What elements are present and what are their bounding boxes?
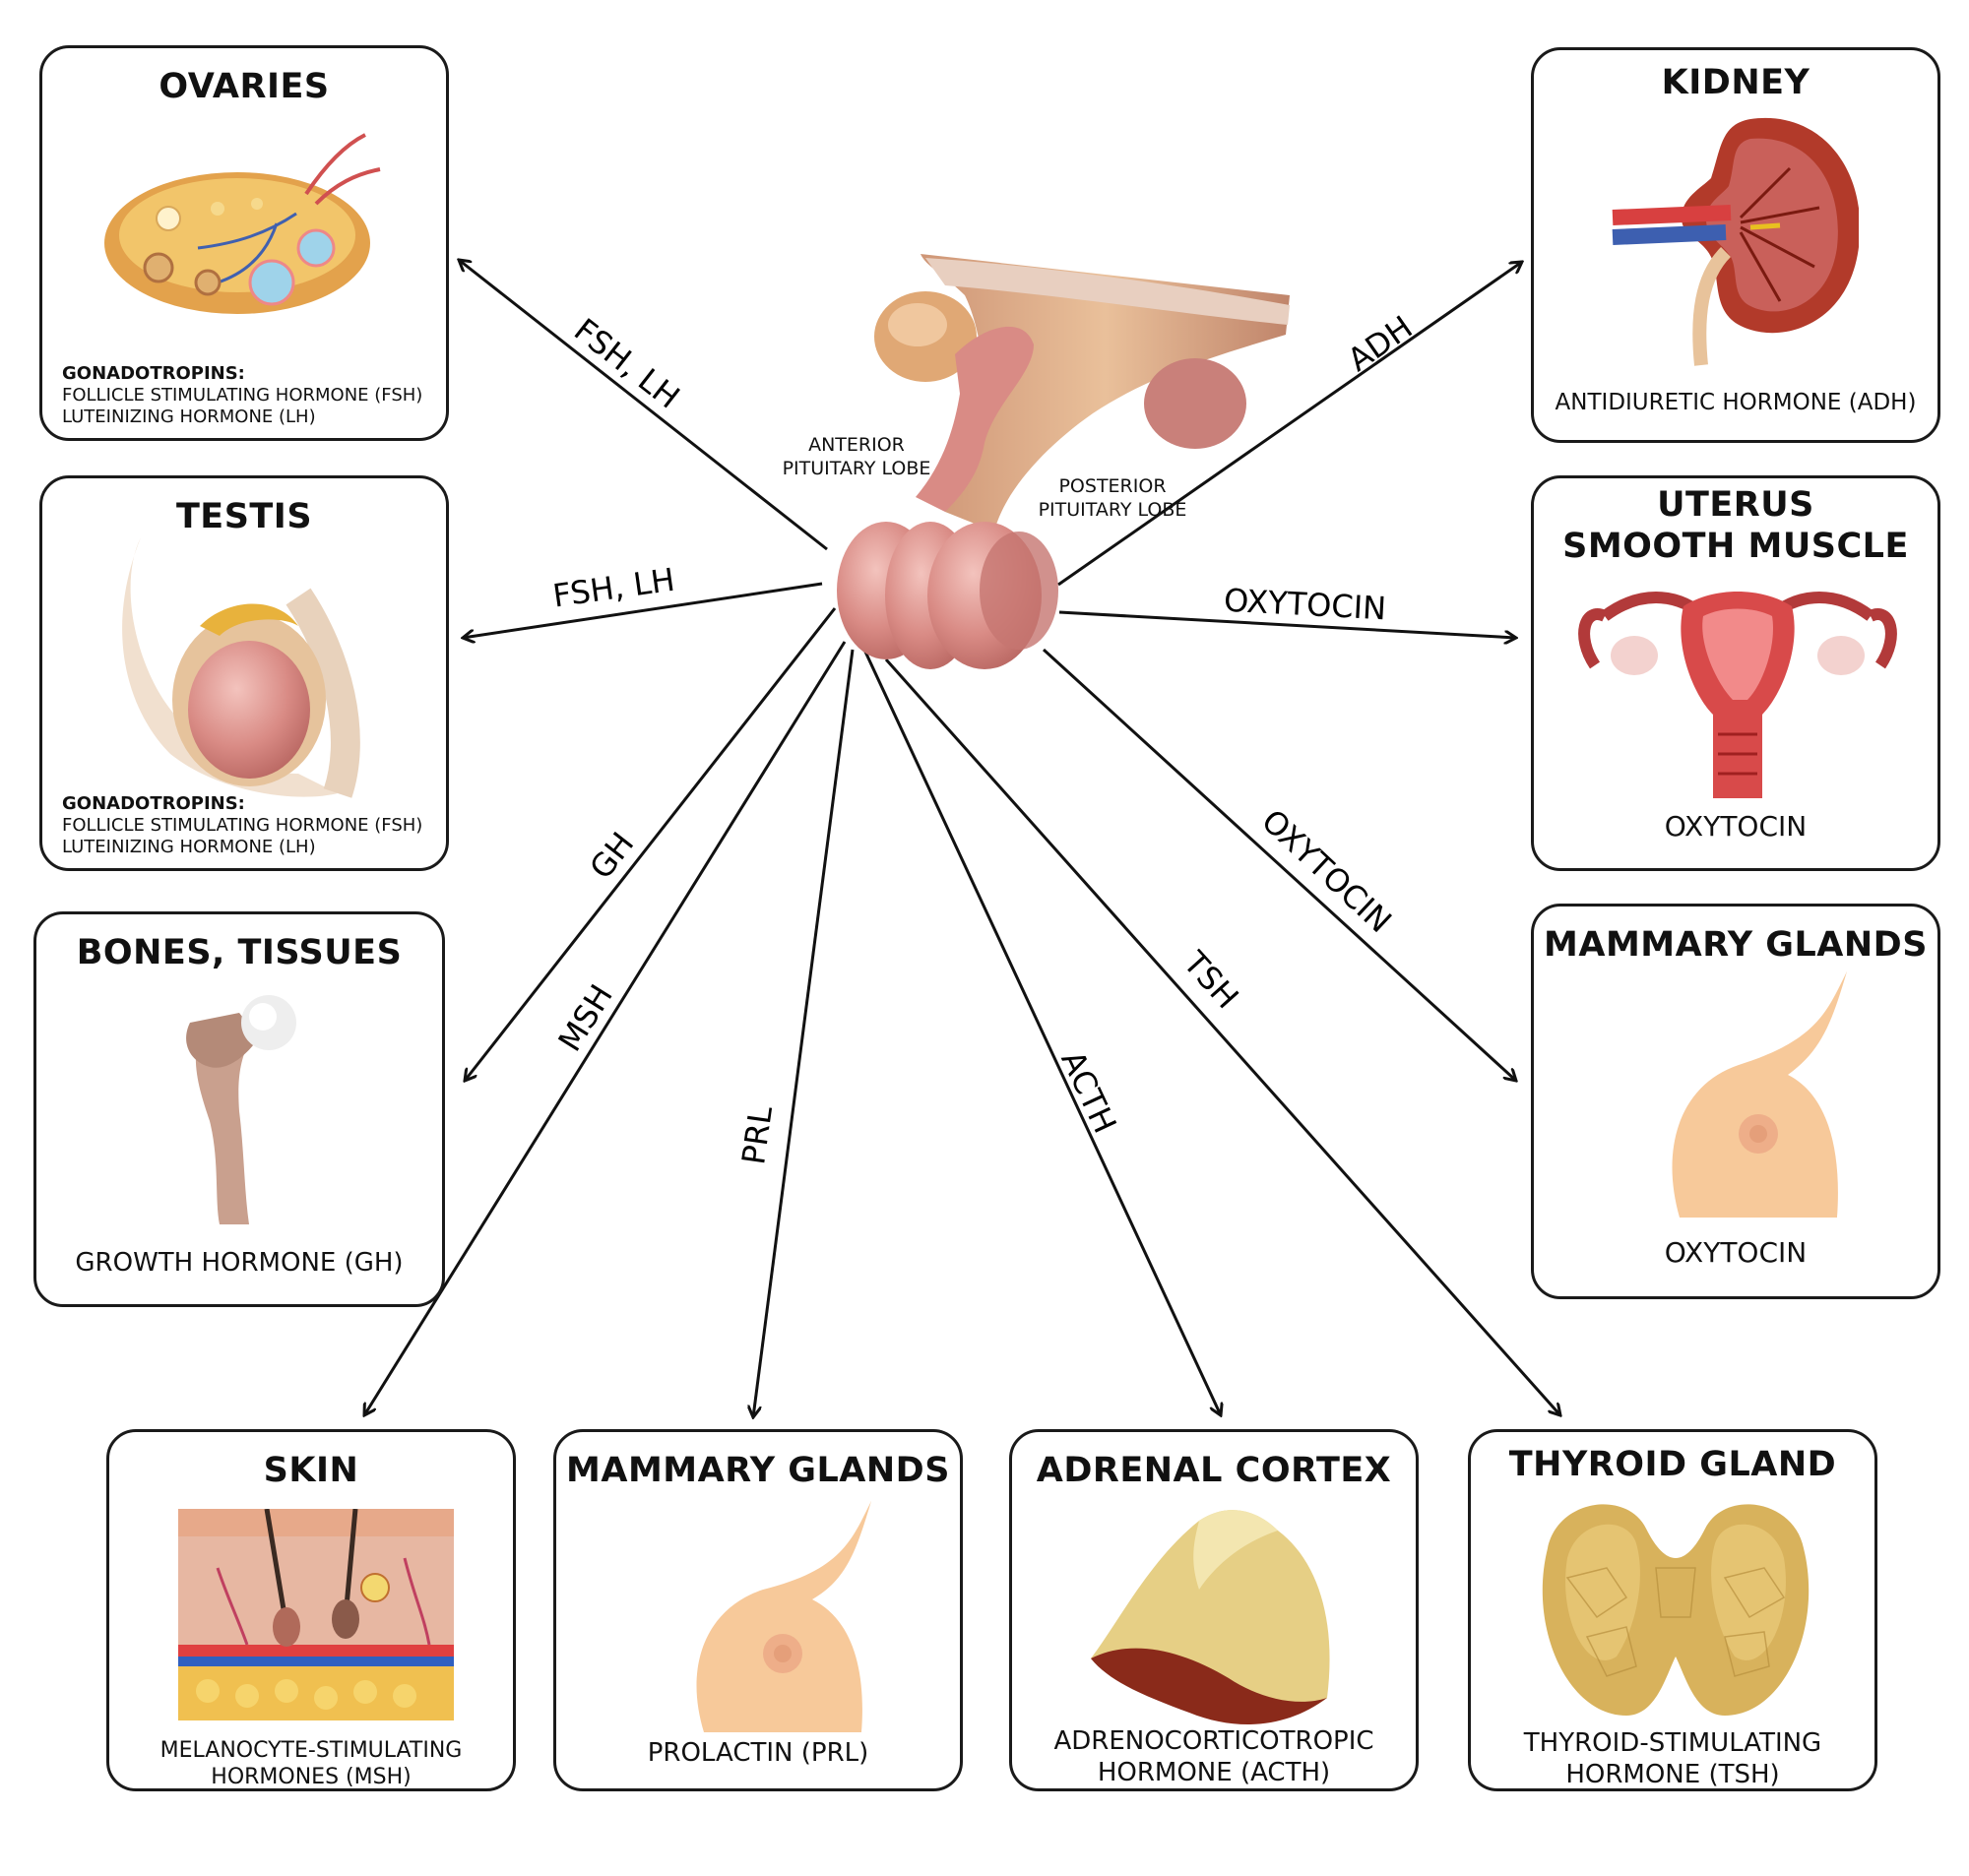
bones-title: BONES, TISSUES: [76, 933, 403, 972]
pituitary-gland-illustration: [837, 254, 1290, 669]
bones-box: BONES, TISSUES GROWTH HORMONE (GH): [33, 911, 445, 1307]
ovaries-title: OVARIES: [159, 67, 330, 106]
thyroid-box: THYROID GLAND THYROID-STIMULATING HORMON…: [1468, 1429, 1877, 1791]
testis-title: TESTIS: [175, 497, 313, 536]
breast-illustration-right: [1672, 971, 1862, 1218]
posterior-lobe-label: POSTERIOR PITUITARY LOBE: [1038, 475, 1187, 521]
arrow-label-testis: FSH, LH: [550, 561, 677, 615]
skin-caption-line-1: MELANOCYTE-STIMULATING: [159, 1738, 463, 1763]
skin-caption-line-2: HORMONES (MSH): [211, 1765, 412, 1789]
skin-box: SKIN MELANOCYTE-STIMULATING HORMONES (MS…: [106, 1429, 516, 1791]
ovaries-box: OVARIES GONADOTROPINS: FOLLICLE STIMULAT…: [39, 45, 449, 441]
arrow-skin: [364, 641, 847, 1415]
arrow-bones: [465, 607, 837, 1081]
arrow-thyroid: [884, 658, 1560, 1415]
femur-bone-illustration: [186, 995, 296, 1224]
mammary-right-caption: OXYTOCIN: [1664, 1236, 1808, 1269]
testis-box: TESTIS GONADOTROPINS: FOLLICLE STIMULATI…: [39, 475, 449, 871]
adrenal-gland-illustration: [1091, 1510, 1330, 1724]
ovaries-caption-lead: GONADOTROPINS:: [62, 363, 245, 384]
adrenal-title: ADRENAL CORTEX: [1036, 1451, 1392, 1490]
mammary-right-title: MAMMARY GLANDS: [1544, 925, 1928, 965]
ovaries-caption-line-1: FOLLICLE STIMULATING HORMONE (FSH): [62, 385, 423, 406]
uterus-title-line-1: UTERUS: [1657, 485, 1814, 525]
thyroid-caption-line-2: HORMONE (TSH): [1565, 1760, 1780, 1789]
mammary-bottom-title: MAMMARY GLANDS: [566, 1451, 950, 1490]
arrow-kidney: [1057, 262, 1522, 587]
adrenal-box: ADRENAL CORTEX ADRENOCORTICOTROPIC HORMO…: [1009, 1429, 1419, 1791]
arrow-label-ovaries: FSH, LH: [567, 311, 686, 416]
arrow-label-mammary-bottom: PRL: [734, 1103, 780, 1166]
uterus-title-line-2: SMOOTH MUSCLE: [1562, 527, 1909, 566]
breast-illustration-bottom: [696, 1501, 886, 1732]
arrow-mammary-bottom: [753, 649, 855, 1417]
bones-caption: GROWTH HORMONE (GH): [75, 1248, 404, 1278]
testis-illustration: [122, 537, 360, 798]
ovaries-caption: GONADOTROPINS: FOLLICLE STIMULATING HORM…: [62, 363, 446, 428]
kidney-illustration: [1612, 117, 1859, 366]
testis-caption-lead: GONADOTROPINS:: [62, 793, 245, 814]
ovary-illustration: [104, 133, 381, 314]
arrow-label-bones: GH: [582, 825, 641, 886]
arrow-ovaries: [459, 260, 828, 551]
mammary-bottom-caption: PROLACTIN (PRL): [647, 1738, 869, 1768]
adrenal-caption-line-1: ADRENOCORTICOTROPIC: [1053, 1726, 1374, 1756]
thyroid-caption-line-1: THYROID-STIMULATING: [1523, 1728, 1822, 1758]
kidney-box: KIDNEY ANTIDIURETIC HORMONE (ADH): [1531, 47, 1940, 443]
arrow-label-kidney: ADH: [1341, 308, 1420, 379]
uterus-box: UTERUS SMOOTH MUSCLE OXYTOCIN: [1531, 475, 1940, 871]
testis-caption-line-2: LUTEINIZING HORMONE (LH): [62, 837, 316, 857]
mammary-right-box: MAMMARY GLANDS OXYTOCIN: [1531, 904, 1940, 1299]
arrow-label-adrenal: ACTH: [1053, 1045, 1123, 1139]
mammary-bottom-box: MAMMARY GLANDS PROLACTIN (PRL): [553, 1429, 963, 1791]
arrow-label-uterus: OXYTOCIN: [1223, 582, 1387, 628]
kidney-caption: ANTIDIURETIC HORMONE (ADH): [1555, 390, 1917, 415]
ovaries-caption-line-2: LUTEINIZING HORMONE (LH): [62, 406, 316, 427]
skin-cross-section-illustration: [178, 1509, 454, 1720]
arrow-label-thyroid: TSH: [1175, 943, 1246, 1016]
adrenal-caption: ADRENOCORTICOTROPIC HORMONE (ACTH): [1012, 1725, 1416, 1788]
skin-title: SKIN: [263, 1451, 359, 1490]
arrow-adrenal: [862, 649, 1221, 1415]
arrow-uterus: [1058, 610, 1516, 638]
anterior-lobe-label: ANTERIOR PITUITARY LOBE: [782, 434, 931, 479]
arrow-mammary-right: [1042, 648, 1516, 1081]
thyroid-caption: THYROID-STIMULATING HORMONE (TSH): [1471, 1727, 1874, 1790]
thyroid-gland-illustration: [1542, 1504, 1810, 1716]
adrenal-caption-line-2: HORMONE (ACTH): [1097, 1758, 1331, 1787]
skin-caption: MELANOCYTE-STIMULATING HORMONES (MSH): [109, 1737, 513, 1790]
uterus-illustration: [1578, 592, 1897, 798]
thyroid-title: THYROID GLAND: [1508, 1445, 1837, 1484]
testis-caption: GONADOTROPINS: FOLLICLE STIMULATING HORM…: [62, 793, 446, 858]
arrow-testis: [463, 582, 823, 638]
testis-caption-line-1: FOLLICLE STIMULATING HORMONE (FSH): [62, 815, 423, 836]
kidney-title: KIDNEY: [1661, 63, 1810, 102]
arrow-label-mammary-right: OXYTOCIN: [1254, 802, 1399, 940]
uterus-title: UTERUS SMOOTH MUSCLE: [1534, 484, 1937, 567]
uterus-caption: OXYTOCIN: [1664, 810, 1808, 843]
